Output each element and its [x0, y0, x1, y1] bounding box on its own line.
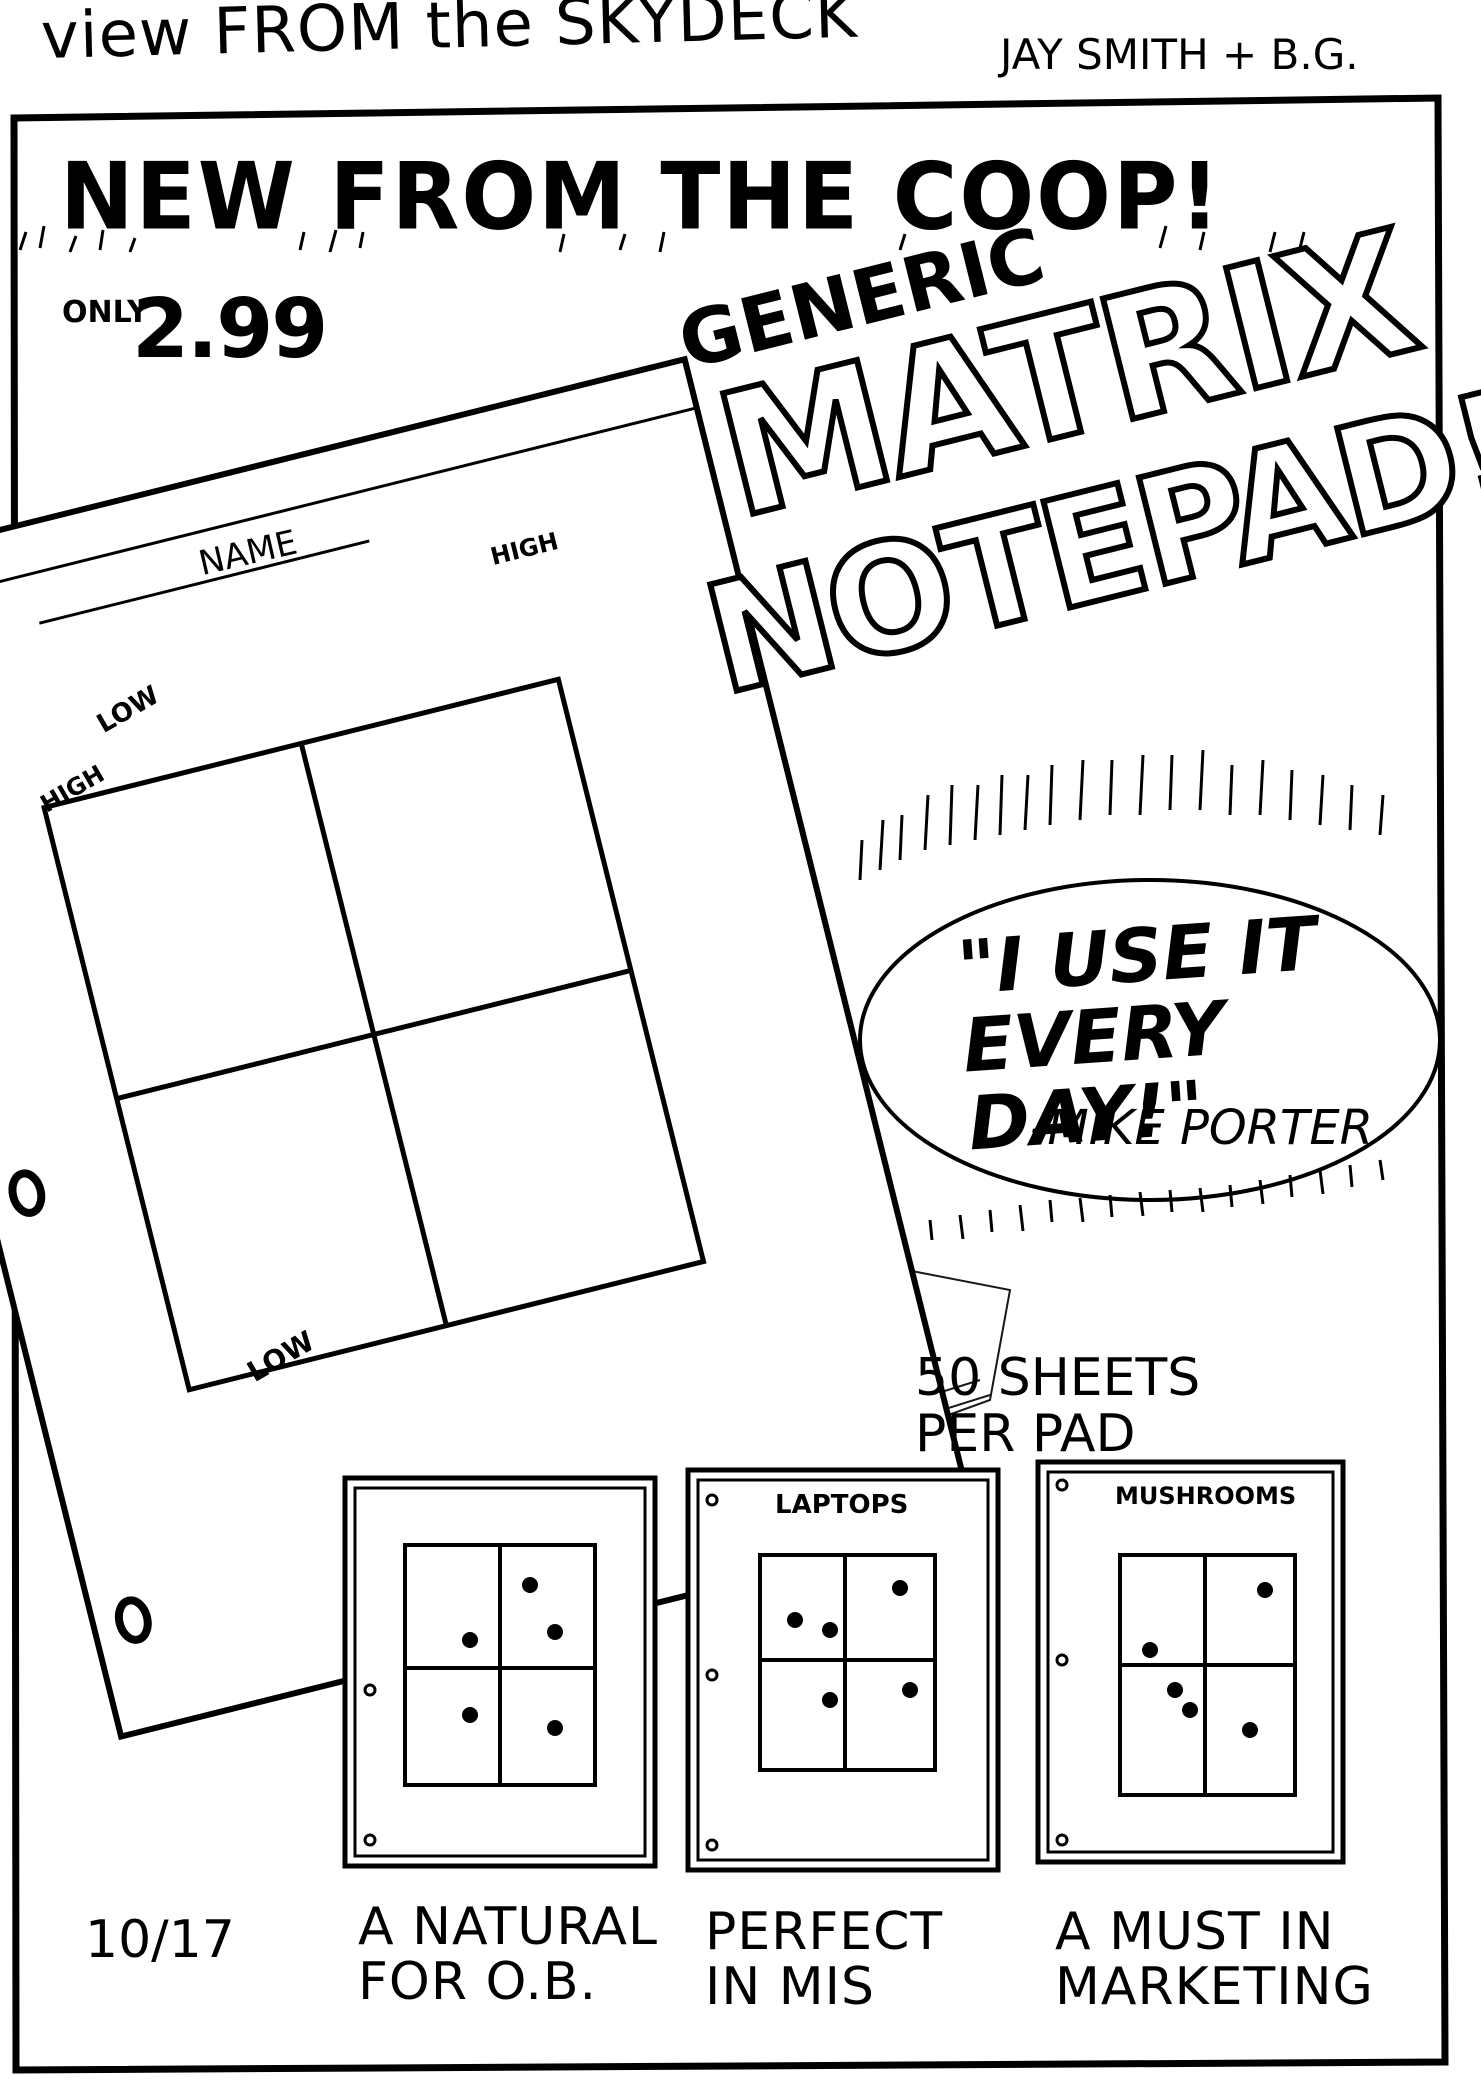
author-credit: JAY SMITH + B.G. — [1000, 30, 1359, 79]
date-label: 10/17 — [85, 1910, 235, 1970]
oval-grass — [858, 749, 1385, 1241]
testimonial-attribution: -MIKE PORTER — [1030, 1100, 1374, 1156]
panel-border — [10, 94, 1449, 2074]
big-notepad — [0, 355, 979, 1741]
testimonial-oval — [858, 878, 1442, 1202]
caption-marketing-line2: MARKETING — [1055, 1957, 1374, 2017]
example-marketing-title: MUSHROOMS — [1115, 1482, 1297, 1510]
headline: NEW FROM THE COOP! — [60, 142, 1222, 251]
example-pad-marketing — [1035, 1459, 1346, 1865]
caption-mis-line2: IN MIS — [705, 1957, 875, 2017]
sheets-note: 50 SHEETS PER PAD — [915, 1348, 1201, 1464]
headline-grass — [18, 225, 1306, 253]
price-amount: 2.99 — [132, 282, 328, 377]
example-mis-title: LAPTOPS — [775, 1490, 909, 1520]
caption-mis-line1: PERFECT — [705, 1902, 944, 1962]
caption-ob-line1: A NATURAL — [358, 1897, 658, 1957]
example-pad-ob — [342, 1475, 658, 1869]
caption-ob-line2: FOR O.B. — [358, 1952, 598, 2012]
price-prefix: ONLY — [62, 295, 149, 330]
caption-marketing-line1: A MUST IN — [1055, 1902, 1335, 1962]
example-pad-mis — [685, 1467, 1001, 1873]
